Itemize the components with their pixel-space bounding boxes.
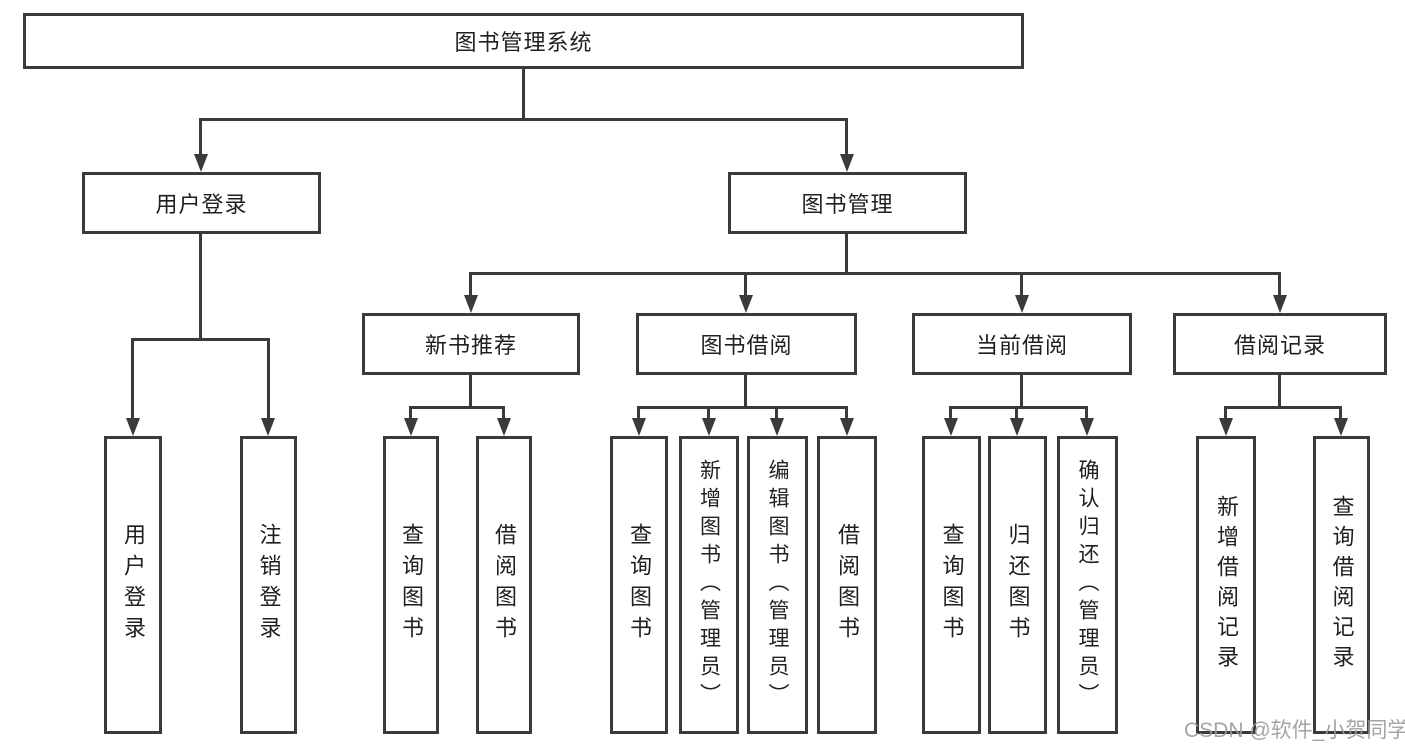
leaf-user-login: 用户登录 bbox=[104, 436, 162, 734]
node-book-management: 图书管理 bbox=[728, 172, 967, 234]
connector-line bbox=[845, 234, 848, 274]
leaf-query-book-c: 查询图书 bbox=[922, 436, 981, 734]
connector-arrowhead bbox=[1015, 295, 1029, 313]
leaf-logout-login-label: 注销登录 bbox=[256, 523, 282, 647]
leaf-confirm-return-admin: 确认归还（管理员） bbox=[1057, 436, 1118, 734]
connector-line bbox=[744, 272, 747, 297]
node-borrow-record-label: 借阅记录 bbox=[1233, 333, 1326, 358]
connector-arrowhead bbox=[840, 418, 854, 436]
node-borrow-record: 借阅记录 bbox=[1173, 313, 1387, 375]
leaf-query-book-b-label: 查询图书 bbox=[627, 523, 652, 647]
connector-arrowhead bbox=[944, 418, 958, 436]
connector-arrowhead bbox=[464, 295, 478, 313]
connector-arrowhead bbox=[1080, 418, 1094, 436]
node-root-label: 图书管理系统 bbox=[454, 30, 593, 55]
connector-line bbox=[637, 406, 640, 420]
connector-arrowhead bbox=[261, 418, 275, 436]
connector-line bbox=[1224, 406, 1227, 420]
node-current-borrow-label: 当前借阅 bbox=[975, 333, 1068, 358]
leaf-borrow-book-a: 借阅图书 bbox=[476, 436, 532, 734]
node-new-book-recommend: 新书推荐 bbox=[362, 313, 580, 375]
connector-arrowhead bbox=[770, 418, 784, 436]
leaf-edit-book-admin: 编辑图书（管理员） bbox=[747, 436, 808, 734]
connector-line bbox=[522, 69, 525, 118]
connector-line bbox=[1020, 272, 1023, 297]
connector-line bbox=[845, 118, 848, 156]
connector-line bbox=[131, 338, 134, 420]
connector-line bbox=[469, 272, 1281, 275]
connector-arrowhead bbox=[126, 418, 140, 436]
connector-line bbox=[1224, 406, 1342, 409]
connector-line bbox=[409, 406, 412, 420]
connector-line bbox=[502, 406, 505, 420]
connector-line bbox=[1085, 406, 1088, 420]
connector-line bbox=[775, 406, 778, 420]
leaf-borrow-book-b-label: 借阅图书 bbox=[835, 523, 860, 647]
leaf-query-book-a-label: 查询图书 bbox=[399, 523, 424, 647]
connector-arrowhead bbox=[194, 154, 208, 172]
node-current-borrow: 当前借阅 bbox=[912, 313, 1132, 375]
leaf-return-book: 归还图书 bbox=[988, 436, 1047, 734]
leaf-query-book-b: 查询图书 bbox=[610, 436, 668, 734]
connector-arrowhead bbox=[1273, 295, 1287, 313]
connector-arrowhead bbox=[404, 418, 418, 436]
connector-line bbox=[1278, 375, 1281, 408]
connector-line bbox=[707, 406, 710, 420]
connector-line bbox=[949, 406, 1088, 409]
connector-line bbox=[1278, 272, 1281, 297]
leaf-edit-book-admin-label: 编辑图书（管理员） bbox=[766, 459, 789, 711]
node-book-management-label: 图书管理 bbox=[801, 192, 894, 217]
node-book-borrow-label: 图书借阅 bbox=[700, 333, 793, 358]
connector-line bbox=[199, 118, 848, 121]
node-book-borrow: 图书借阅 bbox=[636, 313, 857, 375]
connector-line bbox=[637, 406, 848, 409]
node-new-book-recommend-label: 新书推荐 bbox=[424, 333, 517, 358]
connector-line bbox=[267, 338, 270, 420]
leaf-confirm-return-admin-label: 确认归还（管理员） bbox=[1076, 459, 1099, 711]
connector-line bbox=[469, 375, 472, 408]
connector-arrowhead bbox=[632, 418, 646, 436]
connector-line bbox=[1020, 375, 1023, 408]
leaf-query-book-c-label: 查询图书 bbox=[939, 523, 965, 647]
leaf-return-book-label: 归还图书 bbox=[1005, 523, 1031, 647]
leaf-query-book-a: 查询图书 bbox=[383, 436, 439, 734]
node-root: 图书管理系统 bbox=[23, 13, 1024, 69]
connector-arrowhead bbox=[497, 418, 511, 436]
leaf-borrow-book-a-label: 借阅图书 bbox=[492, 523, 517, 647]
connector-line bbox=[744, 375, 747, 408]
leaf-add-borrow-record: 新增借阅记录 bbox=[1196, 436, 1256, 734]
connector-arrowhead bbox=[1010, 418, 1024, 436]
watermark: CSDN @软件_小贺同学 bbox=[1184, 719, 1405, 742]
leaf-query-borrow-record-label: 查询借阅记录 bbox=[1329, 495, 1355, 675]
connector-arrowhead bbox=[702, 418, 716, 436]
leaf-add-borrow-record-label: 新增借阅记录 bbox=[1214, 495, 1239, 675]
connector-line bbox=[469, 272, 472, 297]
leaf-logout-login: 注销登录 bbox=[240, 436, 297, 734]
connector-line bbox=[409, 406, 505, 409]
connector-line bbox=[1015, 406, 1018, 420]
connector-arrowhead bbox=[1334, 418, 1348, 436]
leaf-user-login-label: 用户登录 bbox=[121, 523, 146, 647]
connector-line bbox=[131, 338, 270, 341]
node-user-login: 用户登录 bbox=[82, 172, 321, 234]
leaf-borrow-book-b: 借阅图书 bbox=[817, 436, 877, 734]
leaf-query-borrow-record: 查询借阅记录 bbox=[1313, 436, 1370, 734]
connector-arrowhead bbox=[1219, 418, 1233, 436]
connector-line bbox=[845, 406, 848, 420]
connector-line bbox=[199, 118, 202, 156]
connector-arrowhead bbox=[840, 154, 854, 172]
connector-arrowhead bbox=[739, 295, 753, 313]
connector-line bbox=[1339, 406, 1342, 420]
leaf-add-book-admin-label: 新增图书（管理员） bbox=[697, 459, 721, 711]
connector-line bbox=[949, 406, 952, 420]
leaf-add-book-admin: 新增图书（管理员） bbox=[679, 436, 739, 734]
connector-line bbox=[199, 234, 202, 340]
node-user-login-label: 用户登录 bbox=[155, 192, 248, 217]
